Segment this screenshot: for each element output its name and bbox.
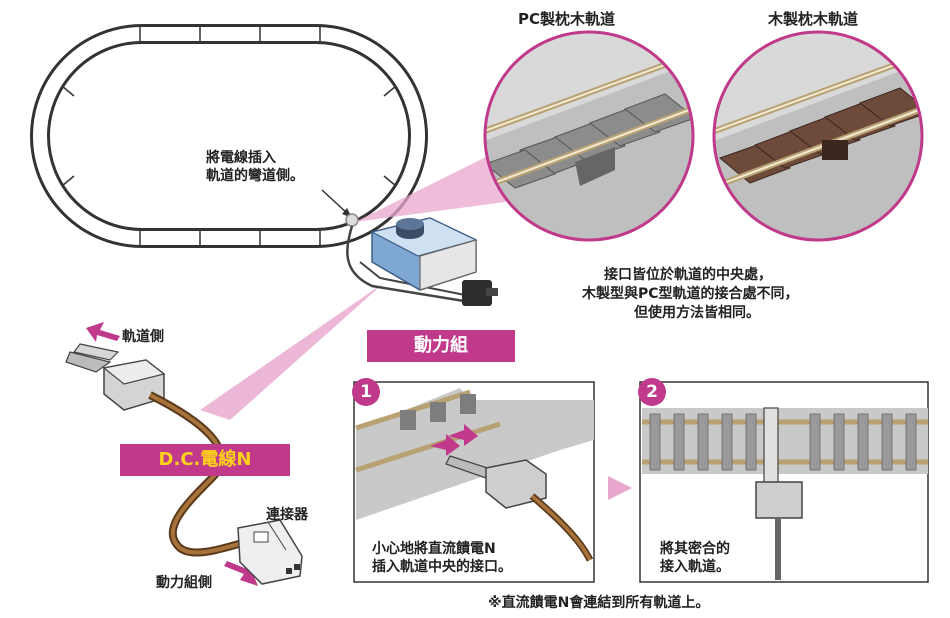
center-note-line2: 木製型與PC型軌道的接合處不同， — [582, 286, 799, 302]
footnote: ※直流饋電N會連結到所有軌道上。 — [488, 595, 710, 611]
pointer-arrow — [321, 189, 349, 215]
track-side-label: 軌道側 — [122, 329, 164, 345]
insert-note-line1: 將電線插入 — [206, 150, 276, 166]
callout-wedge-top — [355, 150, 520, 222]
connection-point — [345, 213, 359, 227]
power-unit-banner: 動力組 — [367, 330, 515, 362]
step1-text-line1: 小心地將直流饋電N — [372, 541, 496, 557]
dc-cable-banner: D.C.電線N — [120, 444, 290, 476]
dc-cable-illustration — [65, 343, 303, 585]
step2-panel — [639, 381, 929, 583]
connector-label: 連接器 — [266, 507, 308, 523]
step2-badge: 2 — [638, 378, 666, 406]
center-note-line1: 接口皆位於軌道的中央處， — [604, 267, 772, 283]
wood-tie-closeup — [712, 30, 924, 242]
step1-text-line2: 插入軌道中央的接口。 — [372, 559, 512, 575]
step1-panel — [353, 381, 595, 583]
step2-text-line2: 接入軌道。 — [660, 559, 730, 575]
oval-track-layout — [30, 24, 428, 248]
insert-note-line2: 軌道的彎道側。 — [206, 168, 304, 184]
step2-text-line1: 將其密合的 — [660, 541, 730, 557]
track-side-arrow — [86, 322, 120, 342]
center-note-line3: 但使用方法皆相同。 — [634, 305, 760, 321]
pc-tie-track-title: PC製枕木軌道 — [518, 10, 616, 28]
power-unit-illustration — [346, 217, 498, 306]
wood-tie-track-title: 木製枕木軌道 — [768, 10, 859, 28]
step1-badge: 1 — [352, 378, 380, 406]
next-step-arrow — [608, 476, 632, 500]
power-side-label: 動力組側 — [156, 575, 212, 591]
pc-tie-closeup — [483, 30, 695, 242]
callout-wedge-left — [200, 282, 385, 420]
